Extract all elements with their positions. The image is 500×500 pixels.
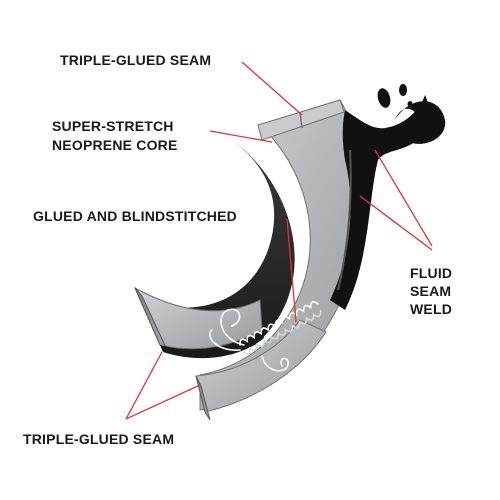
leader-blindstitched (286, 218, 297, 323)
panel-bottom-end (195, 375, 211, 421)
panel-left-flap (133, 286, 263, 350)
label-triple-glued-seam-bottom: TRIPLE-GLUED SEAM (23, 431, 174, 447)
label-glued-blindstitched: GLUED AND BLINDSTITCHED (33, 208, 237, 224)
label-fluid: FLUID (410, 265, 452, 281)
leader-lines (125, 61, 433, 420)
stitch-loops (239, 300, 319, 346)
weld-droplet-1 (377, 88, 391, 108)
panel-bottom-flap (195, 319, 327, 413)
panel-bottom-shadow (160, 330, 264, 359)
label-seam: SEAM (410, 283, 451, 299)
leader-triple-glued-top (241, 61, 303, 116)
top-seam-line (299, 111, 303, 129)
weld-droplet-2 (399, 84, 407, 96)
weld-droplet-3 (407, 101, 413, 107)
blindstitch-thread (209, 300, 322, 372)
fluid-seam-weld (330, 84, 446, 310)
leader-triple-glued-bottom-2 (125, 384, 201, 420)
label-neoprene-core-line1: SUPER-STRETCH (52, 118, 174, 134)
leader-fluid-weld-2 (359, 195, 433, 251)
thread-loose-left-2 (209, 329, 241, 351)
labels: TRIPLE-GLUED SEAM SUPER-STRETCH NEOPRENE… (23, 52, 452, 447)
weld-highlight (337, 149, 352, 291)
stitch-loops-2 (242, 309, 322, 355)
thread-loose-left (220, 308, 245, 346)
neoprene-panel (133, 99, 364, 421)
label-weld: WELD (410, 301, 452, 317)
leader-triple-glued-bottom-1 (125, 351, 163, 420)
weld-band (330, 95, 429, 310)
label-neoprene-core-line2: NEOPRENE CORE (52, 137, 178, 153)
weld-splash-main (395, 101, 446, 144)
label-triple-glued-seam-top: TRIPLE-GLUED SEAM (60, 52, 211, 68)
leader-fluid-weld-1 (374, 149, 433, 247)
leader-neoprene-core (209, 130, 273, 143)
thread-loose-bottom (261, 355, 289, 372)
